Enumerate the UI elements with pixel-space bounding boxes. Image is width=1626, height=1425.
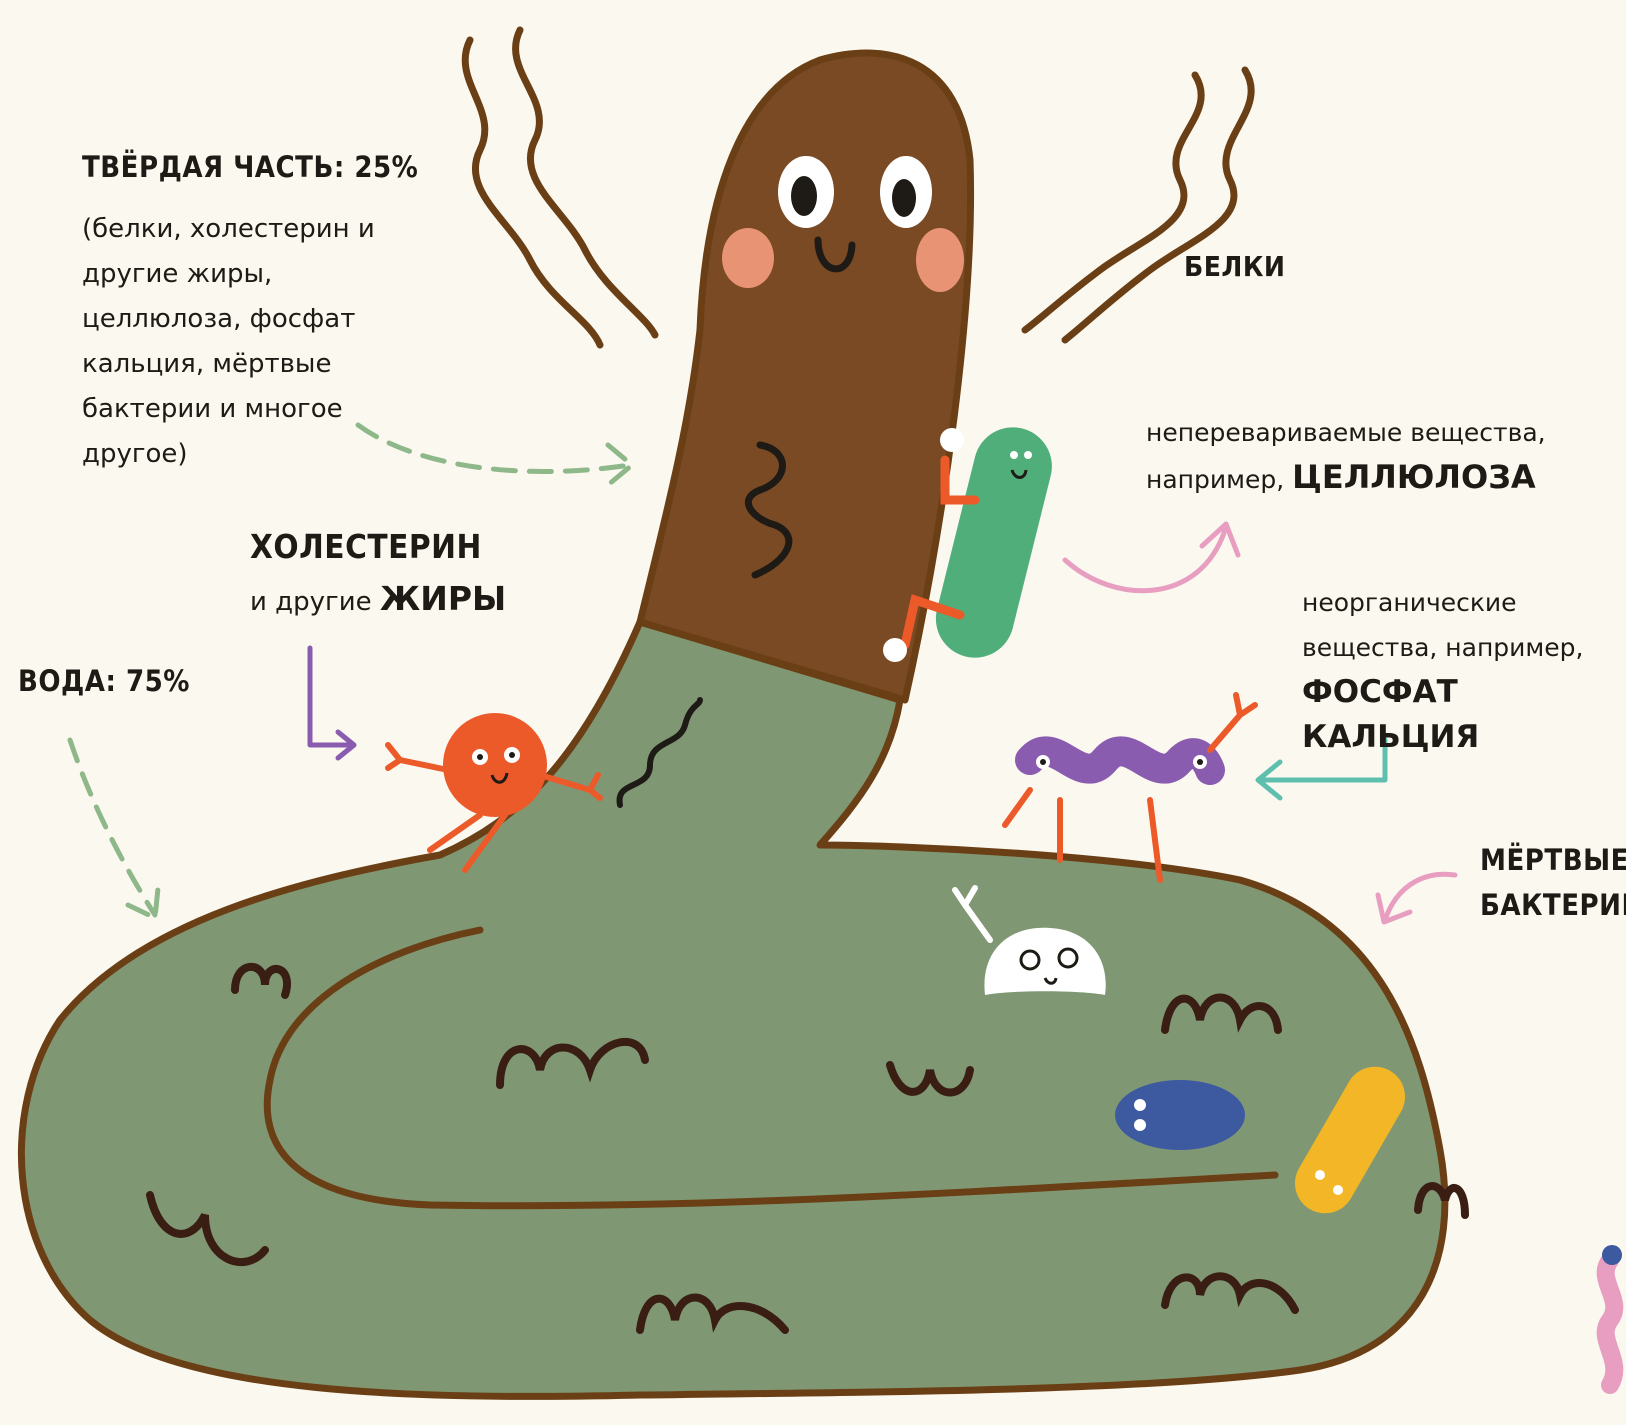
arrow-fats [310,648,354,758]
left-cheek [722,228,774,288]
arrow-water [70,740,158,918]
solid-part-label: ТВЁРДАЯ ЧАСТЬ: 25% [82,150,418,184]
indigestible-label: неперевариваемые вещества, например, ЦЕЛ… [1146,410,1606,502]
cellulose-label: ЦЕЛЛЮЛОЗА [1292,458,1536,496]
cholesterol-label: ХОЛЕСТЕРИН [250,528,482,566]
inorganic-label: неорганические вещества, например, ФОСФА… [1302,580,1622,760]
dead-bacteria-label: МЁРТВЫЕ БАКТЕРИИ [1480,838,1626,928]
right-cheek [916,228,964,292]
proteins-label: БЕЛКИ [1184,250,1286,283]
solid-part-description: (белки, холестерин и другие жиры, целлюл… [82,207,382,477]
other-fats-label: и другие ЖИРЫ [250,576,506,625]
fats-label: ЖИРЫ [380,579,506,618]
other-fats-prefix: и другие [250,587,372,617]
inorganic-prefix: неорганические вещества, например, [1302,588,1583,662]
water-label: ВОДА: 75% [18,664,190,698]
calcium-phosphate-label: ФОСФАТ КАЛЬЦИЯ [1302,670,1622,760]
arrow-dead-bacteria [1378,874,1455,922]
blue-bacterium [1115,1080,1245,1150]
arrow-solid [358,425,632,485]
arrow-cellulose [1065,524,1238,591]
decorative-pink-shape [1602,1245,1622,1385]
